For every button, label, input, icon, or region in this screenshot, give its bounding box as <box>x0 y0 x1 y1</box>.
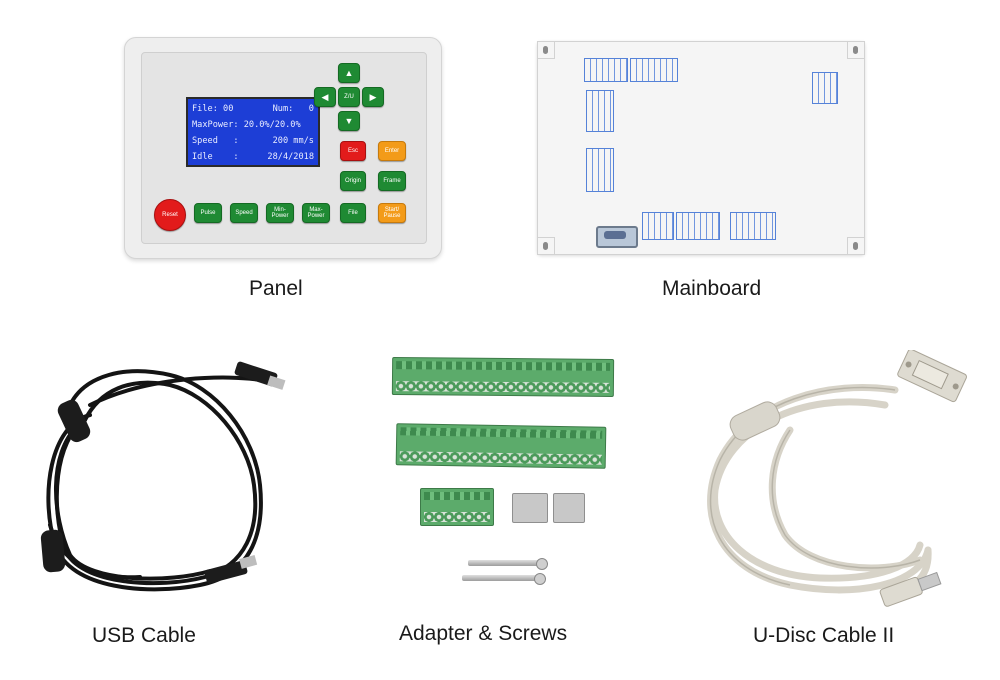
ferrite-core <box>57 399 91 443</box>
esc-button[interactable]: Esc <box>340 141 366 161</box>
connector-block <box>586 90 614 132</box>
connector-block <box>730 212 776 240</box>
start-pause-button[interactable]: Start/ Pause <box>378 203 406 223</box>
enter-button[interactable]: Enter <box>378 141 406 161</box>
lcd-num: Num: 0 <box>272 104 314 114</box>
udisc-cable-caption: U-Disc Cable II <box>753 624 895 647</box>
max-power-button[interactable]: Max- Power <box>302 203 330 223</box>
screw <box>462 575 536 581</box>
usb-panel-mount <box>897 350 967 403</box>
connector-block <box>812 72 838 104</box>
origin-button[interactable]: Origin <box>340 171 366 191</box>
usb-plug <box>879 571 942 607</box>
speed-button[interactable]: Speed <box>230 203 258 223</box>
mount-ear <box>847 237 865 255</box>
right-button[interactable]: ▶ <box>362 87 384 107</box>
connector-block <box>642 212 674 240</box>
lcd-maxpower: MaxPower: 20.0%/20.0% <box>192 120 301 130</box>
connector-block <box>676 212 720 240</box>
terminal-block <box>391 357 615 397</box>
connector-block <box>630 58 678 82</box>
panel-caption: Panel <box>249 277 303 300</box>
left-button[interactable]: ◀ <box>314 87 336 107</box>
udisc-cable <box>707 350 967 607</box>
reset-button[interactable]: Reset <box>154 199 186 231</box>
ferrite-core <box>40 529 66 573</box>
lcd-display: File: 00 Num: 0 MaxPower: 20.0%/20.0% Spe… <box>186 97 320 167</box>
db9-port <box>596 226 638 248</box>
down-button[interactable]: ▼ <box>338 111 360 131</box>
lcd-status: Idle : <box>192 152 239 162</box>
lcd-speed-value: 200 mm/s <box>272 136 314 146</box>
usb-plug-tip <box>239 555 258 569</box>
mount-ear <box>847 41 865 59</box>
mount-ear <box>537 237 555 255</box>
up-button[interactable]: ▲ <box>338 63 360 83</box>
terminal-block <box>420 488 494 526</box>
usb-plug-tip <box>267 375 286 390</box>
min-power-button[interactable]: Min- Power <box>266 203 294 223</box>
lcd-file: File: 00 <box>192 104 234 114</box>
mounting-clip <box>512 493 548 523</box>
screw <box>468 560 538 566</box>
usb-plug <box>204 560 248 584</box>
panel-face: File: 00 Num: 0 MaxPower: 20.0%/20.0% Spe… <box>141 52 427 244</box>
usb-plug <box>234 361 278 387</box>
lcd-speed-label: Speed : <box>192 136 239 146</box>
ferrite-core <box>729 401 781 441</box>
file-button[interactable]: File <box>340 203 366 223</box>
frame-button[interactable]: Frame <box>378 171 406 191</box>
control-panel: File: 00 Num: 0 MaxPower: 20.0%/20.0% Spe… <box>124 37 442 259</box>
screw-head <box>534 573 546 585</box>
pulse-button[interactable]: Pulse <box>194 203 222 223</box>
adapter-screws-caption: Adapter & Screws <box>399 622 568 645</box>
mainboard-caption: Mainboard <box>662 277 762 300</box>
usb-cable <box>40 361 286 592</box>
usb-cable-caption: USB Cable <box>92 624 196 647</box>
connector-block <box>586 148 614 192</box>
mainboard <box>537 41 865 255</box>
lcd-date: 28/4/2018 <box>267 152 314 162</box>
mounting-clip <box>553 493 585 523</box>
terminal-block <box>395 423 607 469</box>
screw-head <box>536 558 548 570</box>
zu-button[interactable]: Z/U <box>338 87 360 107</box>
connector-block <box>584 58 628 82</box>
mount-ear <box>537 41 555 59</box>
